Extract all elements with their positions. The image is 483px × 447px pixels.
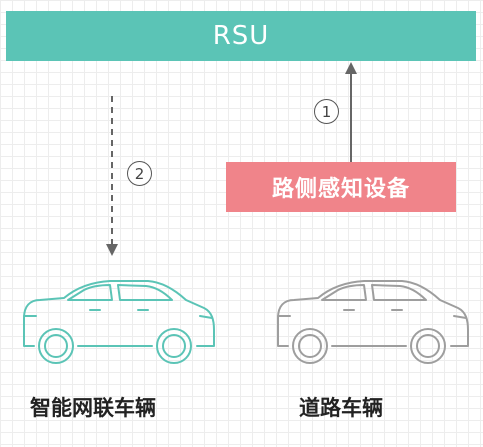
roadside-sensor-box: 路侧感知设备 [226, 162, 456, 212]
step-1-badge: 1 [314, 99, 339, 124]
smart-car-caption: 智能网联车辆 [30, 396, 156, 420]
roadside-sensor-label: 路侧感知设备 [271, 177, 410, 202]
road-car-caption: 道路车辆 [299, 396, 383, 420]
rsu-label: RSU [212, 21, 270, 51]
rsu-box: RSU [6, 11, 476, 61]
step-2-number: 2 [134, 164, 145, 183]
step-1-number: 1 [321, 102, 332, 121]
step-2-badge: 2 [127, 161, 152, 186]
